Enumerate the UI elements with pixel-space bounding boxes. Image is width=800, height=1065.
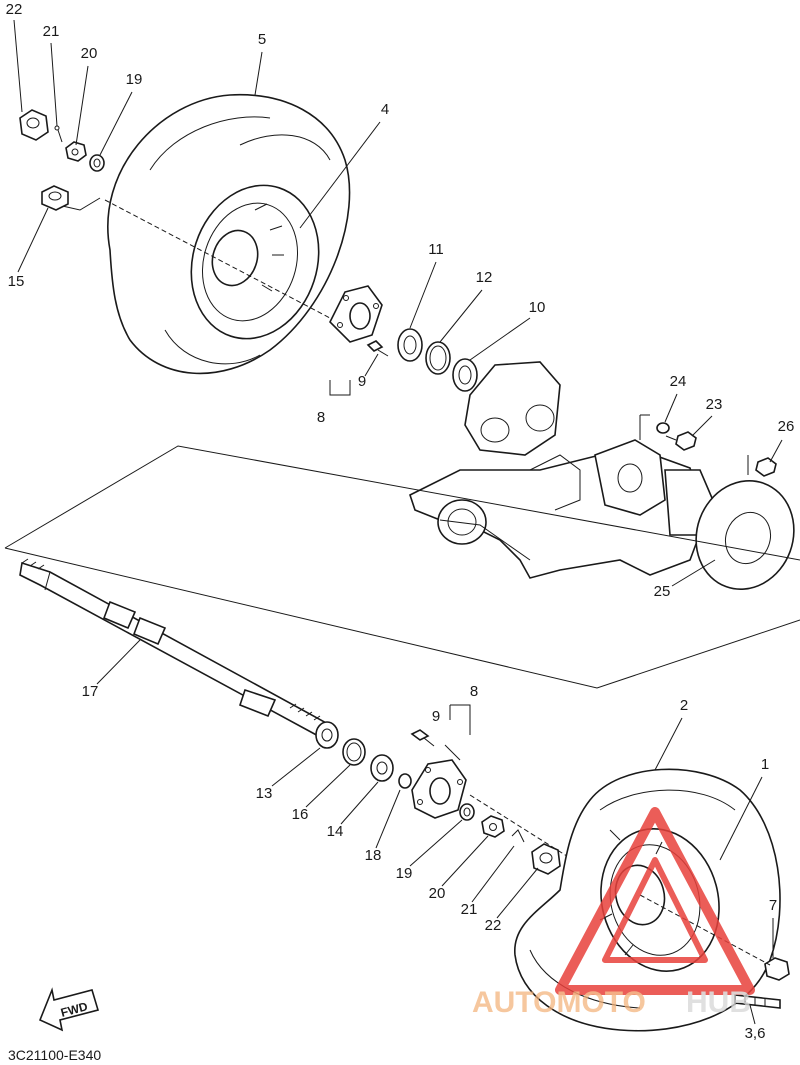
lower-oil-seal-14 [370, 754, 394, 782]
axle-housing [409, 361, 716, 579]
lower-hub-bolt-9 [410, 729, 435, 747]
fwd-arrow: FWD [38, 987, 100, 1032]
washer-24 [656, 422, 670, 434]
lower-hub [411, 759, 467, 819]
callout-c25: 25 [654, 583, 671, 600]
lower-bearing-13 [315, 721, 339, 749]
callout-c14: 14 [327, 823, 344, 840]
lower-axle-nut-22 [531, 843, 561, 875]
leader-lines [13, 19, 783, 1025]
callout-c18: 18 [365, 847, 382, 864]
callout-c5: 5 [258, 31, 266, 48]
callout-c19a: 19 [126, 71, 143, 88]
callout-c13: 13 [256, 785, 273, 802]
upper-cotter-pin-21 [54, 125, 63, 143]
callout-c12: 12 [476, 269, 493, 286]
upper-nut-20 [65, 141, 87, 162]
callout-c22b: 22 [485, 917, 502, 934]
upper-axle-nut-22 [19, 109, 49, 141]
bolt-23 [665, 431, 697, 451]
lower-o-ring-18 [398, 773, 412, 789]
callout-c23: 23 [706, 396, 723, 413]
bolt-26 [755, 457, 777, 477]
callout-c1: 1 [761, 756, 769, 773]
fwd-label: FWD [59, 999, 89, 1020]
callout-c15: 15 [8, 273, 25, 290]
lower-circlip-16 [342, 738, 366, 766]
callout-c11: 11 [428, 241, 444, 258]
callout-c21b: 21 [461, 901, 478, 918]
lower-washer-19 [459, 803, 475, 821]
upper-collar-15 [41, 185, 69, 211]
callout-c2: 2 [680, 697, 688, 714]
axle-shaft [19, 558, 332, 740]
callout-c21a: 21 [43, 23, 60, 40]
callout-c4: 4 [381, 101, 389, 118]
upper-rim [190, 184, 320, 340]
callout-c10: 10 [529, 299, 546, 316]
section-boundary [4, 445, 800, 689]
watermark-triangle-icon [555, 807, 755, 995]
callout-c8b: 8 [470, 683, 478, 700]
callout-c9b: 9 [432, 708, 440, 725]
callout-c20a: 20 [81, 45, 98, 62]
callout-c24: 24 [670, 373, 687, 390]
upper-bearing-10 [452, 358, 478, 392]
wheel-stud-3-6 [734, 994, 781, 1009]
callout-c20b: 20 [429, 885, 446, 902]
upper-oil-seal-11 [397, 328, 423, 362]
diagram-code: 3C21100-E340 [8, 1047, 101, 1063]
upper-washer-19 [89, 154, 105, 172]
callout-c26: 26 [778, 418, 795, 435]
wheel-nut-7 [764, 957, 790, 981]
lower-nut-20 [481, 815, 505, 838]
watermark-text-automoto: AUTOMOTO [472, 986, 646, 1019]
upper-hub-bolt-9 [366, 340, 389, 357]
lower-cotter-pin-21 [511, 829, 525, 843]
callout-c36: 3,6 [745, 1025, 766, 1042]
watermark-logo: AUTOMOTO HUB [472, 807, 755, 1019]
upper-circlip-12 [425, 341, 451, 375]
callout-c7: 7 [769, 897, 777, 914]
upper-hub [329, 285, 383, 343]
callout-c9a: 9 [358, 373, 366, 390]
brake-cover-25 [695, 479, 795, 591]
callout-c16: 16 [292, 806, 309, 823]
watermark-text-hub: HUB [686, 986, 751, 1019]
callout-c19b: 19 [396, 865, 413, 882]
callout-c22a: 22 [6, 1, 23, 18]
callout-c8a: 8 [317, 409, 325, 426]
callout-c17: 17 [82, 683, 99, 700]
